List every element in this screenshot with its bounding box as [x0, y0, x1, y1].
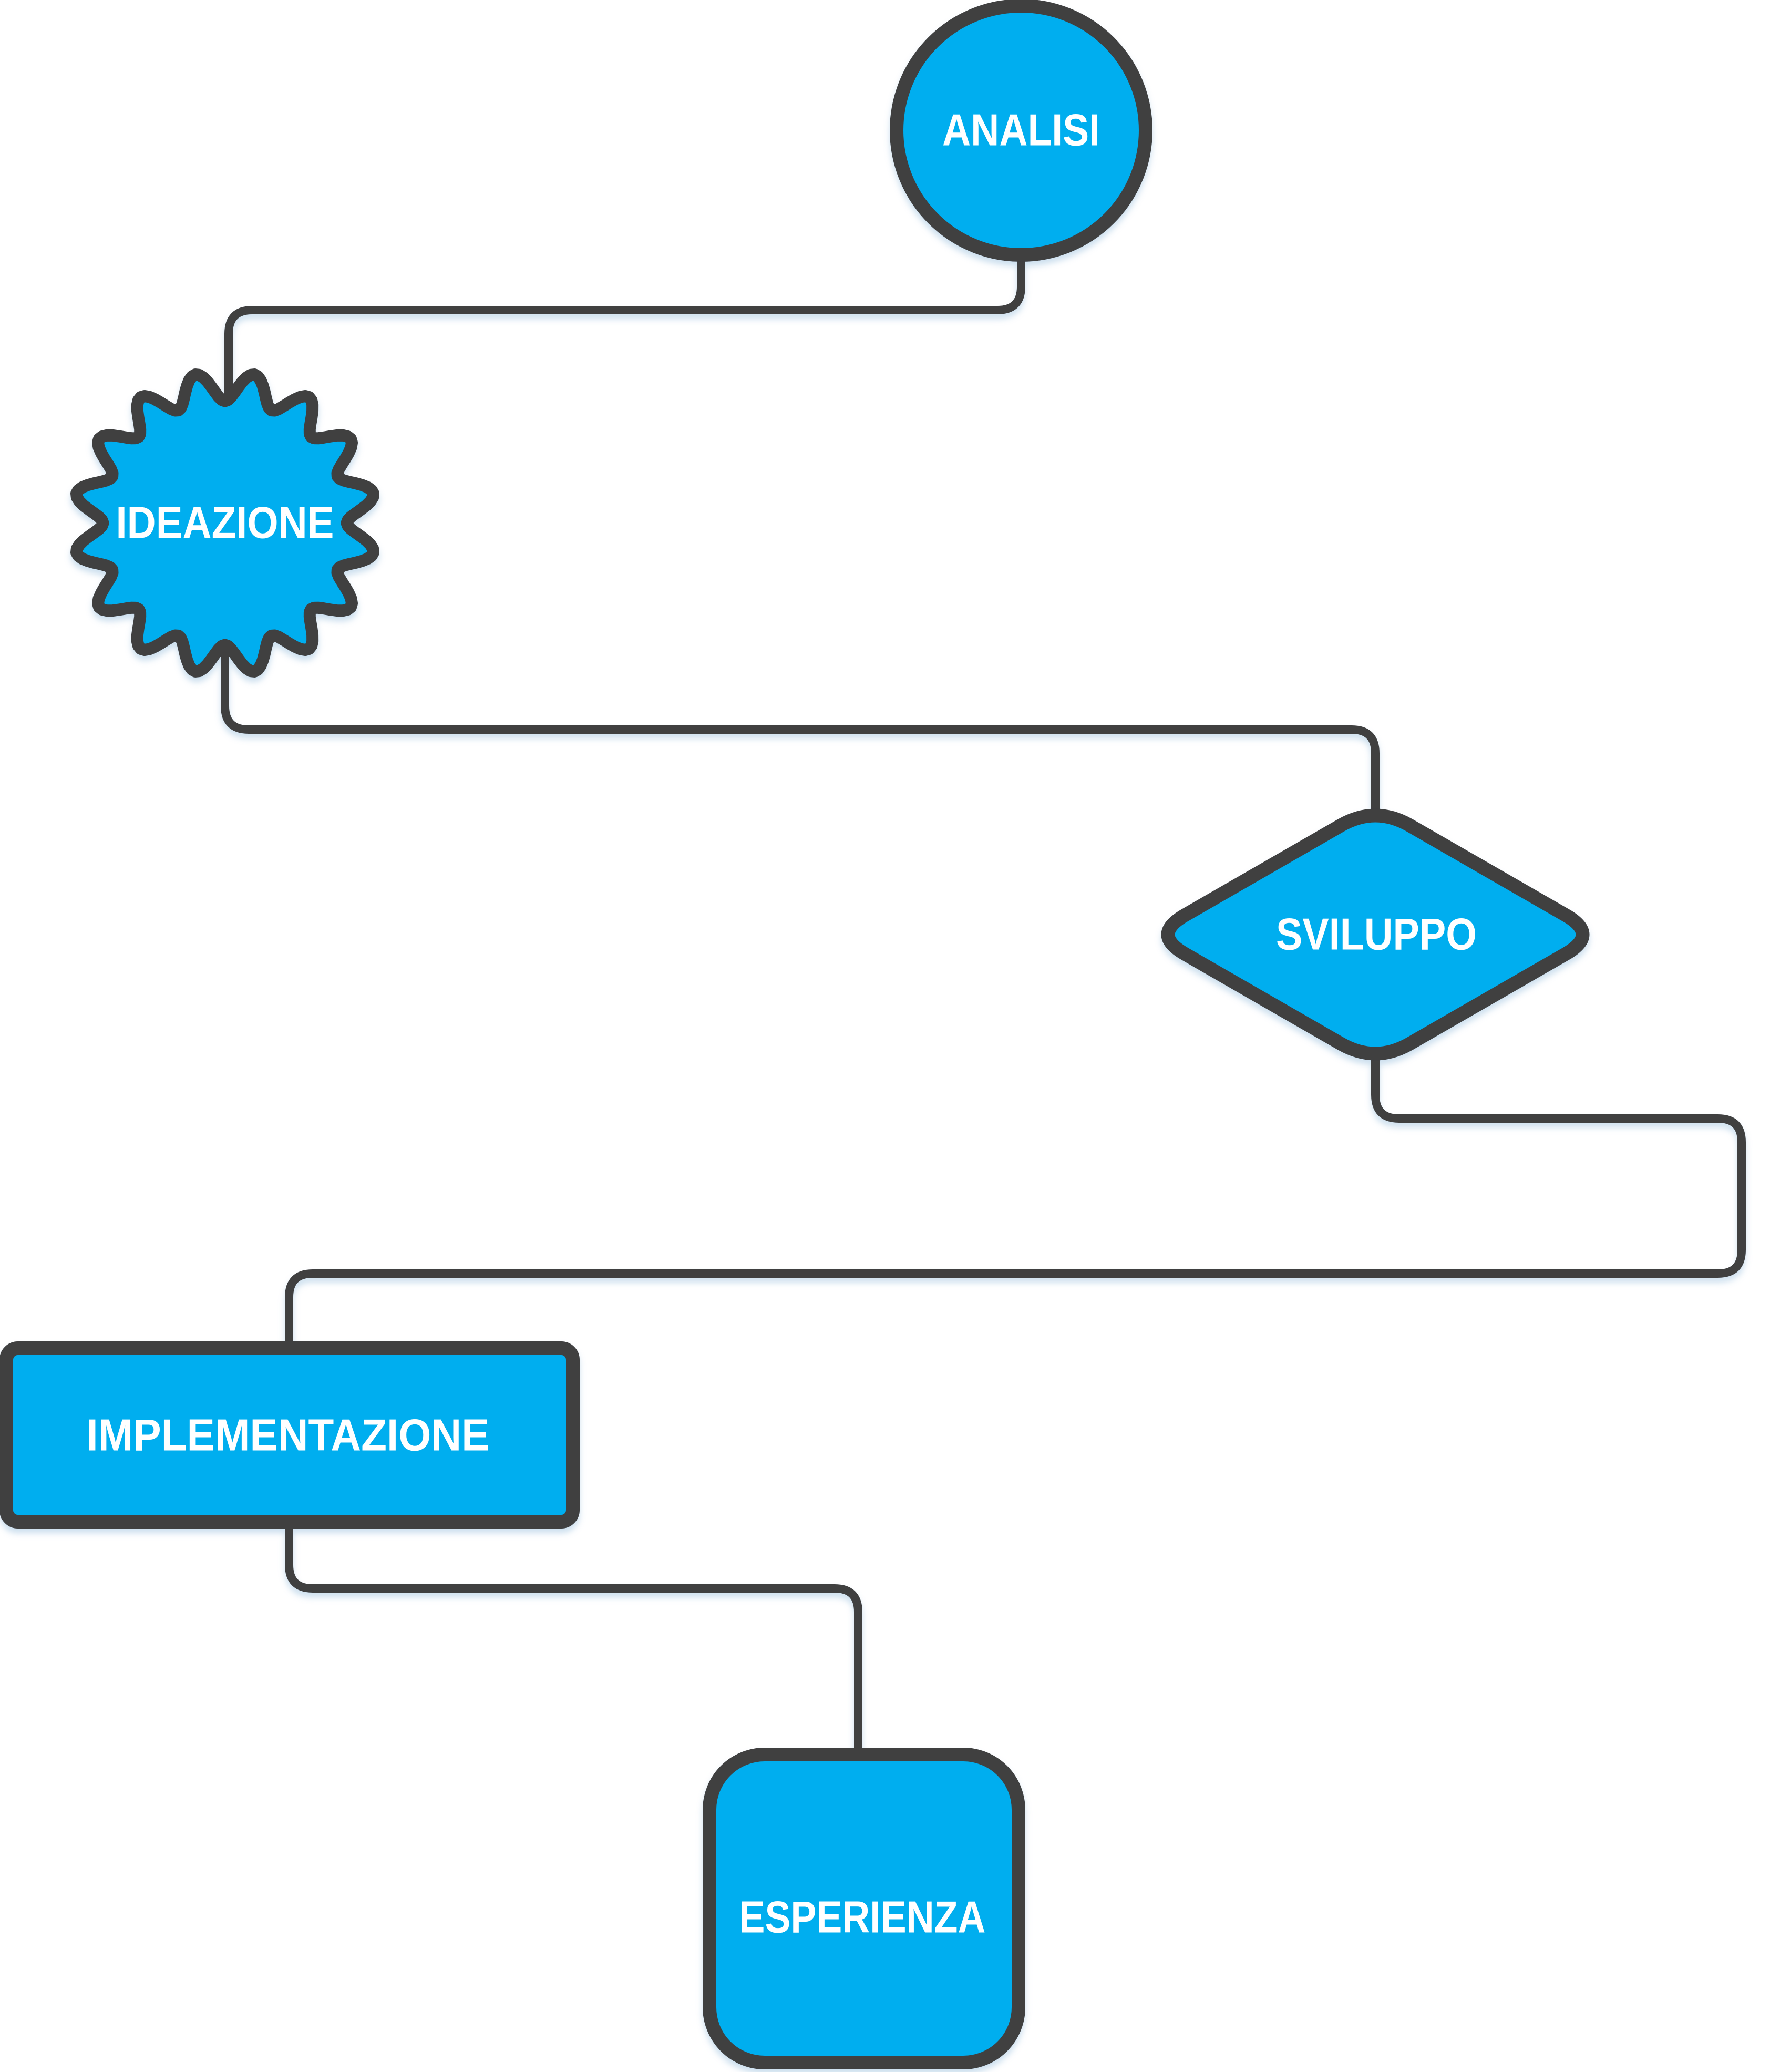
- analisi-circle-shape: [890, 0, 1152, 262]
- implementazione-rect-shape: [0, 1341, 580, 1529]
- sviluppo-diamond-shape: [1161, 808, 1590, 1061]
- implementazione-label: IMPLEMENTAZIONE: [87, 1411, 490, 1461]
- node-analisi: ANALISI: [890, 0, 1152, 262]
- esperienza-label: ESPERIENZA: [739, 1893, 986, 1943]
- connector-implementazione-to-esperienza: [285, 1516, 862, 1761]
- ideazione-label: IDEAZIONE: [116, 498, 334, 548]
- analisi-label: ANALISI: [942, 106, 1100, 156]
- node-esperienza: ESPERIENZA: [703, 1748, 1025, 2069]
- connector-ideazione-to-sviluppo: [221, 644, 1380, 812]
- connector-sviluppo-to-implementazione: [285, 1058, 1746, 1355]
- esperienza-rounded-square-shape: [703, 1748, 1025, 2069]
- node-ideazione: IDEAZIONE: [70, 368, 379, 678]
- node-implementazione: IMPLEMENTAZIONE: [0, 1341, 580, 1529]
- connector-analisi-to-ideazione: [224, 249, 1025, 407]
- node-sviluppo: SVILUPPO: [1161, 808, 1590, 1061]
- ideazione-seal-shape: [70, 368, 379, 678]
- sviluppo-label: SVILUPPO: [1276, 910, 1477, 960]
